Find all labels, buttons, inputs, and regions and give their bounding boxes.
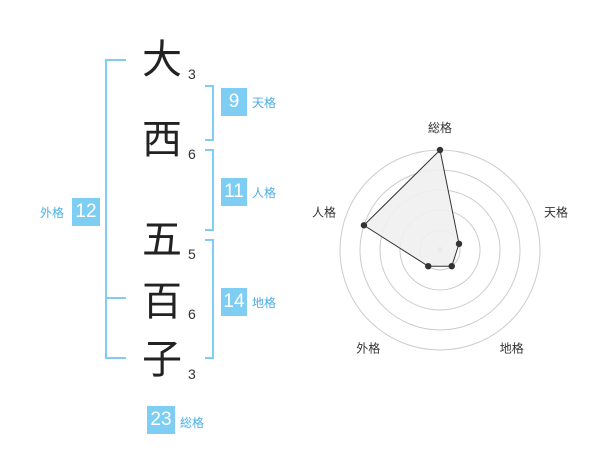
jinkaku-bracket [205, 149, 214, 231]
radar-point-3 [448, 262, 455, 270]
tenkaku-label: 天格 [252, 96, 277, 110]
radar-area [363, 148, 460, 267]
name-char-2: 西 [142, 117, 182, 163]
stroke-count-3: 5 [188, 246, 196, 262]
radar-axis-label-2: 天格 [544, 204, 568, 219]
jinkaku-value: 11 [221, 178, 247, 206]
name-char-1: 大 [142, 37, 182, 83]
gaikaku-bracket [105, 59, 126, 359]
radar-axis-label-3: 地格 [500, 341, 524, 356]
chikaku-bracket [205, 239, 214, 359]
tenkaku-bracket [205, 85, 214, 141]
gaikaku-label: 外格 [40, 206, 65, 220]
radar-point-1 [436, 146, 444, 154]
radar-axis-label-5: 人格 [312, 204, 336, 219]
radar-point-5 [360, 222, 368, 229]
name-char-5: 子 [142, 337, 182, 383]
stroke-count-5: 3 [188, 366, 196, 382]
stroke-count-1: 3 [188, 66, 196, 82]
tenkaku-value: 9 [221, 88, 247, 116]
chikaku-label: 地格 [252, 296, 277, 310]
chikaku-value: 14 [221, 288, 247, 316]
soukaku-value: 23 [147, 406, 175, 434]
gaikaku-value: 12 [72, 198, 100, 226]
jinkaku-label: 人格 [252, 186, 277, 200]
radar-point-2 [455, 240, 463, 248]
name-char-4: 百 [142, 279, 182, 325]
stroke-count-2: 6 [188, 146, 196, 162]
soukaku-label: 総格 [180, 416, 205, 430]
radar-point-4 [425, 262, 432, 270]
radar-axis-label-4: 外格 [356, 341, 380, 356]
stroke-count-4: 6 [188, 306, 196, 322]
radar-axis-label-1: 総格 [428, 120, 452, 135]
name-char-3: 五 [142, 217, 182, 263]
